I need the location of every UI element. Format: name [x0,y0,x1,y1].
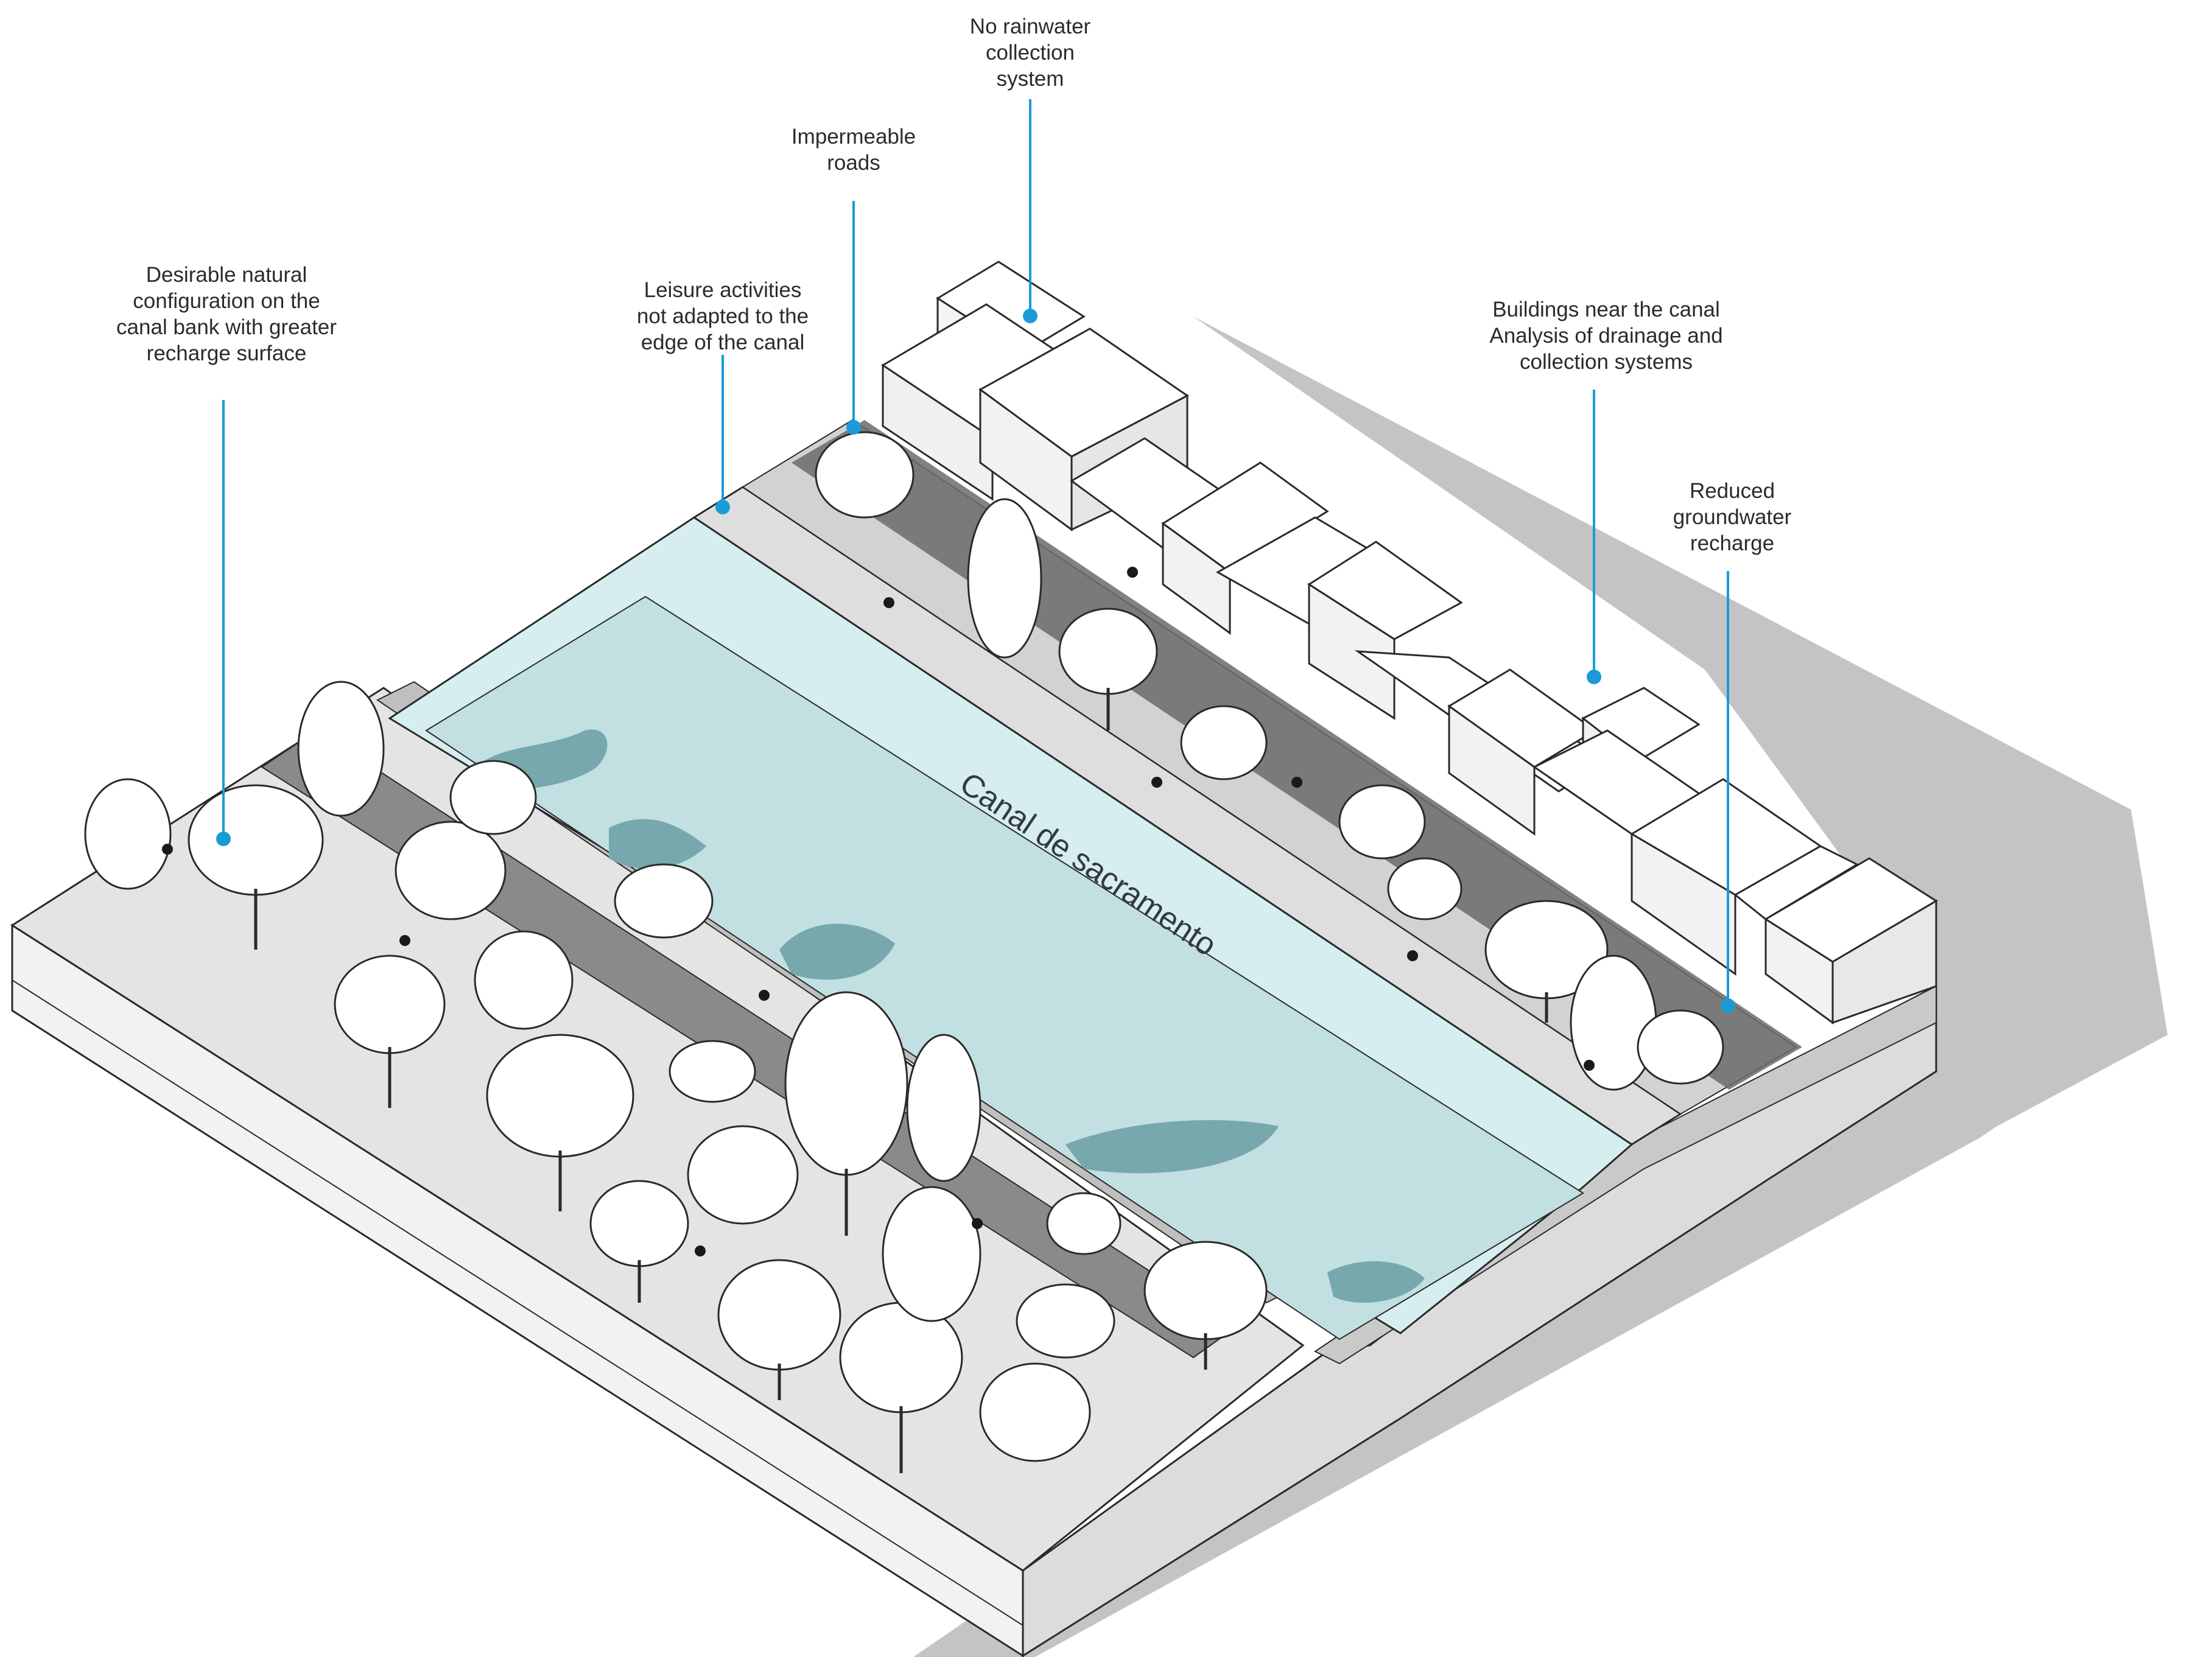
tree-canopy [614,863,714,939]
callout-leaders [222,99,1729,1006]
tree-reflection [1327,1261,1425,1303]
annotation-desirable-natural-configuration: Desirable natural configuration on the c… [116,262,337,366]
annotation-leisure-activities: Leisure activities not adapted to the ed… [637,277,809,356]
building [1162,522,1231,635]
tree-canopy [84,778,172,890]
tree-reflection [779,923,895,980]
person [1291,777,1302,788]
annotation-line: Analysis of drainage and [1489,324,1723,348]
annotation-line: collection systems [1520,350,1693,374]
tree-canopy [1570,955,1657,1091]
annotation-line: system [996,67,1064,91]
tree-canopy [1143,1241,1268,1340]
person [399,935,410,946]
tree-canopy [334,955,446,1054]
callout-dot [846,420,861,435]
callout-dot [1721,998,1735,1013]
annotation-line: Impermeable [791,125,916,149]
tree-canopy [1180,705,1268,780]
building [1308,583,1396,720]
tree-group-right-bank [815,431,1724,1091]
people [162,567,1595,1256]
callout-dot [1587,670,1601,684]
building [1831,899,1937,1025]
tree-reflection [1066,1120,1279,1174]
annotation-line: edge of the canal [641,331,805,354]
tree-canopy [906,1034,981,1182]
block-strata-line [12,979,1023,1626]
person [1151,777,1162,788]
tree-canopy [395,821,507,920]
tree-canopy [979,1362,1091,1462]
tree-reflection [609,819,706,869]
canal-water-surface [425,595,1584,1340]
annotation-line: collection [986,41,1075,65]
annotation-no-rainwater-collection: No rainwater collection system [970,13,1090,92]
tree-canopy [188,784,324,896]
annotation-line: recharge surface [146,342,307,365]
callout-dots [216,309,1735,1013]
annotation-line: not adapted to the [636,304,809,328]
tree-trunks [254,688,1548,1473]
tree-canopy [687,1125,799,1225]
tree-canopy [1046,1192,1122,1255]
tree-canopy [1637,1009,1724,1085]
tree-canopy [815,431,915,519]
annotation-reduced-groundwater-recharge: Reduced groundwater recharge [1673,478,1792,556]
callout-dot [216,832,231,846]
annotation-line: Leisure activities [644,278,802,302]
annotation-line: Buildings near the canal [1492,298,1720,321]
person [1584,1060,1595,1071]
callout-dot [1023,309,1038,323]
tree-canopy [669,1040,756,1103]
building [1631,832,1736,976]
building [1448,704,1536,836]
annotation-line: Reduced [1689,479,1775,503]
tree-canopy [1058,608,1158,695]
tree-canopy [486,1034,634,1158]
annotation-impermeable-roads: Impermeable roads [792,124,916,176]
building [1733,845,1859,920]
annotation-buildings-near-canal: Buildings near the canal Analysis of dra… [1489,296,1722,375]
tree-canopy [1016,1283,1115,1359]
building-row [881,261,1938,1025]
annotation-line: canal bank with greater [116,315,337,339]
tree-canopy [589,1180,689,1267]
building [882,363,994,501]
annotation-line: recharge [1690,531,1775,555]
tree-canopy [297,681,385,817]
tree-canopy [784,991,908,1176]
tree-canopy [967,498,1042,659]
annotation-line: configuration on the [133,289,320,313]
tree-canopy [717,1259,841,1371]
person [695,1245,706,1256]
annotation-line: roads [827,151,880,175]
tree-canopy [1387,857,1462,920]
person [759,990,770,1001]
annotation-line: groundwater [1673,505,1792,529]
callout-dot [715,500,730,514]
tree-canopy [882,1186,981,1322]
tree-canopy [474,930,574,1030]
annotation-line: No rainwater [969,15,1091,38]
tree-canopy [1338,784,1426,860]
person [883,597,894,608]
annotation-line: Desirable natural [146,263,307,287]
person [972,1218,983,1229]
person [162,844,173,855]
person [1407,950,1418,961]
left-bank-surface [10,687,1305,1572]
tree-group-left-bank [84,681,1268,1462]
person [1127,567,1138,578]
tree-canopy [449,760,537,835]
